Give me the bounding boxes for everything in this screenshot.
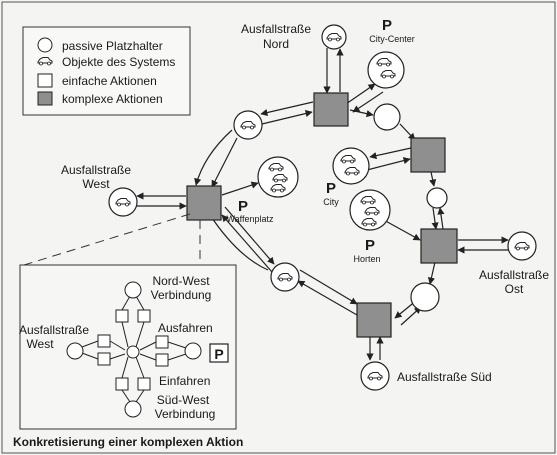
- arc-curve-west-south: [209, 214, 269, 271]
- zoom-lines: [23, 213, 201, 266]
- label-citycenter: City-Center: [369, 34, 415, 44]
- inset-einfahren: Einfahren: [159, 374, 210, 388]
- label-ost-line2: Ost: [505, 282, 524, 296]
- place-nord-right: [373, 103, 401, 131]
- inset-suedwest-line1: Süd-West: [157, 393, 210, 407]
- legend-passive-icon: [37, 37, 53, 53]
- place-city-down: [426, 187, 448, 209]
- legend: passive Platzhalter Objekte des Systems …: [22, 26, 191, 116]
- legend-passive-label: passive Platzhalter: [62, 39, 163, 53]
- label-west-line1: Ausfallstraße: [61, 163, 131, 177]
- label-sued: Ausfallstraße Süd: [397, 370, 492, 384]
- legend-objects-label: Objekte des Systems: [62, 55, 175, 69]
- label-city: City: [323, 197, 339, 207]
- complex-action-sued: [356, 302, 392, 338]
- label-waffenplatz-p: P: [238, 198, 248, 215]
- inset-suedwest-line2: Verbindung: [155, 407, 216, 421]
- complex-action-nord: [313, 92, 349, 127]
- inset-arcs: [81, 295, 187, 403]
- label-waffenplatz: Waffenplatz: [226, 214, 274, 224]
- place-ost-down: [410, 282, 440, 312]
- inset-places: [66, 281, 202, 418]
- place-nord-left: [233, 110, 263, 140]
- label-ost-line1: Ausfallstraße: [479, 268, 549, 282]
- inset-west-line1: Ausfallstraße: [19, 323, 89, 337]
- object-places: [108, 24, 537, 391]
- inset-panel: P Nord-West Verbindung Ausfallstraße Wes…: [19, 264, 237, 430]
- inset-caption: Konkretisierung einer komplexen Aktion: [13, 435, 243, 449]
- place-middle-road: [270, 262, 300, 292]
- complex-action-ost: [420, 228, 458, 264]
- place-ausfallstrasse-ost: [507, 231, 537, 261]
- label-horten-p: P: [365, 237, 375, 254]
- inset-ausfahren: Ausfahren: [158, 321, 213, 335]
- label-nord-line2: Nord: [263, 37, 289, 51]
- place-ausfallstrasse-nord: [321, 24, 347, 50]
- inset-simple-actions: [97, 309, 169, 391]
- legend-simple-label: einfache Aktionen: [62, 74, 157, 88]
- legend-complex-label: komplexe Aktionen: [62, 92, 163, 106]
- label-horten: Horten: [353, 254, 380, 264]
- place-city-center: [367, 51, 405, 89]
- inset-nordwest-line1: Nord-West: [152, 274, 210, 288]
- legend-complex-icon: [37, 91, 53, 106]
- inset-west-line2: West: [26, 337, 54, 351]
- inset-parking-p: P: [214, 346, 223, 362]
- label-nord-line1: Ausfallstraße: [241, 22, 311, 36]
- inset-parking-box: [209, 343, 229, 363]
- complex-actions: [186, 92, 458, 338]
- passive-places: [373, 103, 448, 312]
- complex-action-city: [410, 137, 446, 173]
- label-west-line2: West: [82, 177, 110, 191]
- place-waffenplatz: [257, 156, 299, 198]
- arc-curve-west-north: [194, 129, 233, 186]
- label-citycenter-p: P: [382, 17, 392, 34]
- legend-simple-icon: [37, 73, 53, 88]
- place-horten: [349, 189, 391, 231]
- place-ausfallstrasse-west: [108, 187, 138, 217]
- complex-action-west: [186, 185, 222, 221]
- inset-nordwest-line2: Verbindung: [151, 288, 212, 302]
- place-ausfallstrasse-sued: [360, 361, 390, 391]
- place-city: [332, 147, 370, 185]
- label-city-p: P: [326, 180, 336, 197]
- network-labels: Ausfallstraße Nord P City-Center Ausfall…: [61, 17, 549, 384]
